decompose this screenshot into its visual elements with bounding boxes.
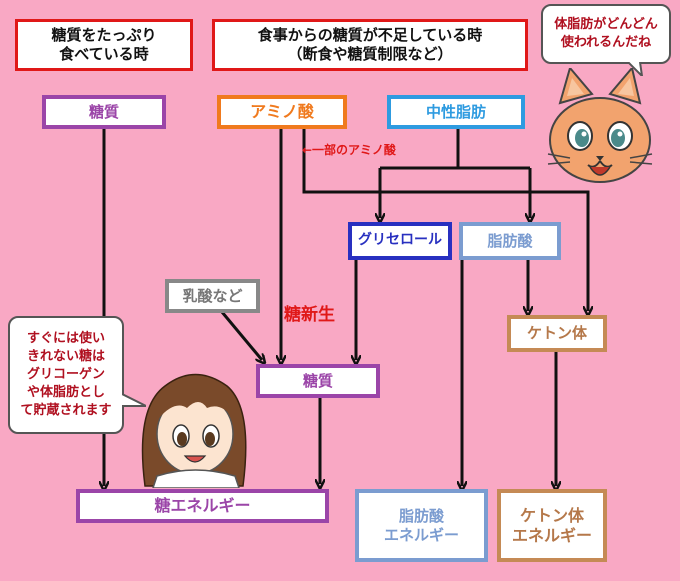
label-gluconeogenesis: 糖新生	[284, 305, 335, 325]
cat-illustration	[547, 68, 653, 183]
node-sugar-mid: 糖質	[256, 364, 380, 398]
header-sugar-shortage: 食事からの糖質が不足している時 （断食や糖質制限など）	[212, 19, 528, 71]
girl-bubble-tail	[122, 393, 146, 407]
node-sugar-top: 糖質	[42, 95, 166, 129]
node-amino-acid: アミノ酸	[217, 95, 347, 129]
node-sugar-energy: 糖エネルギー	[76, 489, 329, 523]
node-lactic-acid: 乳酸など	[165, 279, 260, 313]
node-ketone-body: ケトン体	[507, 315, 607, 352]
label-part-amino-acid: ←一部のアミノ酸	[302, 143, 396, 157]
node-fatty-acid-energy: 脂肪酸 エネルギー	[355, 489, 488, 562]
girl-speech-bubble: すぐには使い きれない糖は グリコーゲン や体脂肪とし て貯蔵されます	[8, 316, 124, 434]
node-ketone-energy: ケトン体 エネルギー	[497, 489, 607, 562]
girl-illustration	[141, 373, 247, 488]
cat-speech-bubble: 体脂肪がどんどん 使われるんだね	[541, 4, 671, 64]
node-neutral-fat: 中性脂肪	[387, 95, 525, 129]
cat-bubble-tail	[628, 62, 644, 76]
node-fatty-acid: 脂肪酸	[459, 222, 561, 260]
node-glycerol: グリセロール	[348, 222, 452, 260]
header-plenty-sugar: 糖質をたっぷり 食べている時	[15, 19, 193, 71]
